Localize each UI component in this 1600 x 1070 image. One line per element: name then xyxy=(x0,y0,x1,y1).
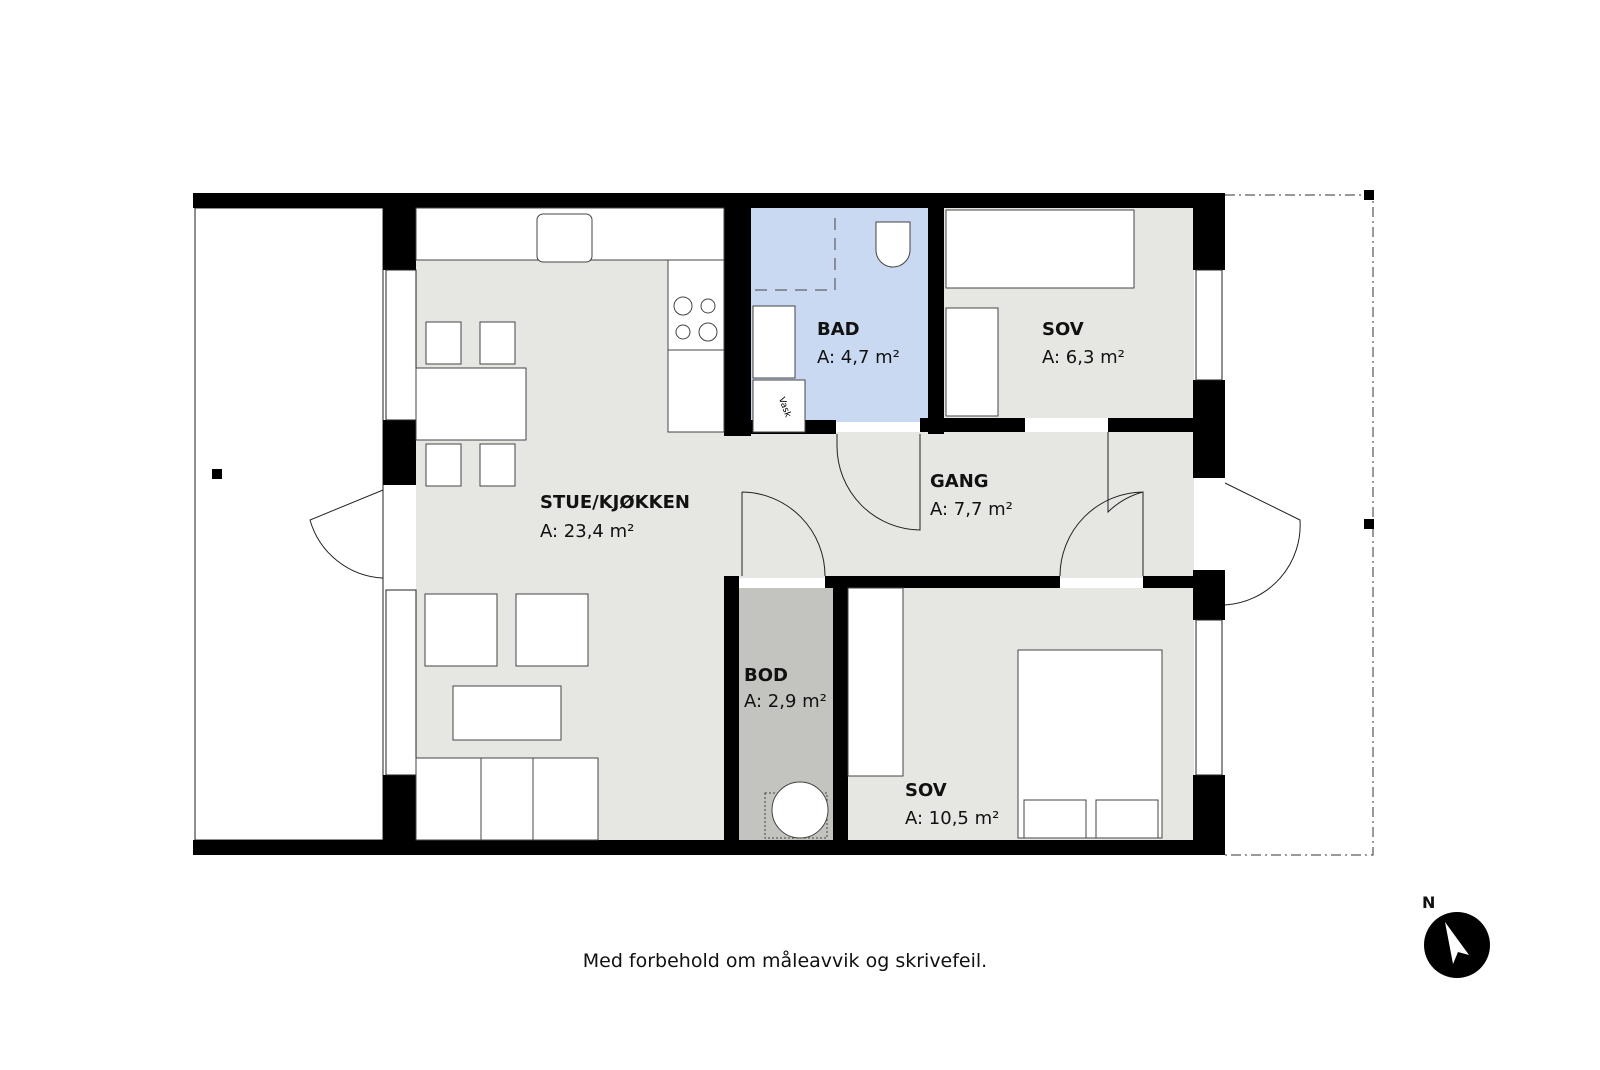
room-name-bod: BOD xyxy=(744,665,788,686)
living-furniture xyxy=(415,593,599,841)
balcony-marker xyxy=(212,469,222,479)
kitchen-counter xyxy=(415,207,725,433)
walls xyxy=(193,193,1225,855)
room-name-sov1: SOV xyxy=(1042,319,1084,340)
sink-icon xyxy=(536,213,593,263)
disclaimer-text: Med forbehold om måleavvik og skrivefeil… xyxy=(582,950,988,972)
room-area-gang: A: 7,7 m² xyxy=(930,499,1013,520)
room-area-sov1: A: 6,3 m² xyxy=(1042,347,1125,368)
room-area-sov2: A: 10,5 m² xyxy=(905,808,999,829)
room-area-bad: A: 4,7 m² xyxy=(817,347,900,368)
balcony-marker xyxy=(1364,190,1374,200)
room-name-stue-kjokken: STUE/KJØKKEN xyxy=(540,492,690,513)
balcony-marker xyxy=(1364,519,1374,529)
compass-icon xyxy=(1424,912,1490,978)
room-name-gang: GANG xyxy=(930,471,989,492)
room-area-stue-kjokken: A: 23,4 m² xyxy=(540,521,634,542)
room-name-bad: BAD xyxy=(817,319,860,340)
bed-single xyxy=(945,209,1135,417)
compass-north-label: N xyxy=(1422,893,1435,912)
room-name-sov2: SOV xyxy=(905,780,947,801)
dining-table xyxy=(415,321,527,487)
room-area-bod: A: 2,9 m² xyxy=(744,691,827,712)
basin-icon xyxy=(752,305,796,379)
bed-double xyxy=(847,587,1163,839)
toilet-icon xyxy=(875,221,911,268)
doors xyxy=(309,432,1301,606)
water-heater xyxy=(764,781,829,839)
washer-icon xyxy=(752,379,806,433)
balcony-left xyxy=(194,207,384,841)
windows xyxy=(385,269,1223,776)
bath-fixtures xyxy=(752,210,911,433)
balcony-right xyxy=(1225,194,1374,856)
